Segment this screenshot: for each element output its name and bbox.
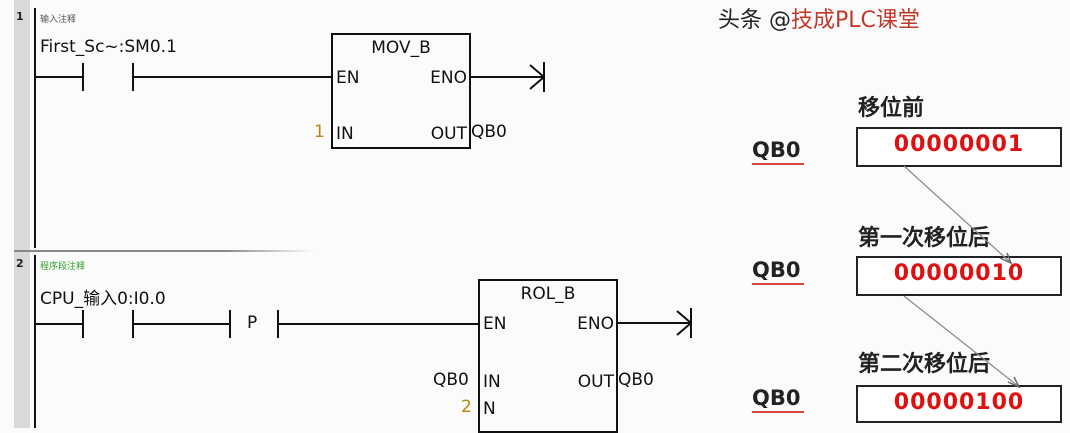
en-pin: EN [483, 314, 507, 334]
eno-pin: ENO [430, 68, 467, 88]
state-title: 第一次移位后 [858, 226, 991, 251]
rung-end-arrow-icon [529, 62, 545, 92]
rung-comment[interactable]: 输入注释 [40, 15, 77, 25]
out-value[interactable]: QB0 [618, 370, 654, 390]
register-value: 00000010 [893, 261, 1025, 286]
out-value[interactable]: QB0 [471, 122, 507, 142]
rung-number-gutter [14, 0, 30, 428]
contact-label: CPU_输入0:I0.0 [40, 289, 166, 309]
n-value[interactable]: 2 [461, 397, 472, 417]
register-underline [752, 163, 804, 165]
rol-b-block[interactable]: ROL_B EN ENO IN OUT N [478, 279, 618, 433]
register-underline [752, 283, 804, 285]
register-label: QB0 [752, 258, 801, 282]
rung-comment[interactable]: 程序段注释 [40, 262, 86, 272]
wire [35, 76, 82, 78]
rung-end-arrow-icon [676, 308, 692, 338]
contact-label: First_Sc~:SM0.1 [40, 37, 177, 57]
in-pin: IN [483, 372, 501, 392]
wire [35, 323, 82, 325]
power-rail [34, 8, 36, 248]
register-underline [752, 411, 804, 413]
wire [133, 323, 229, 325]
register-label: QB0 [752, 138, 801, 162]
in-value[interactable]: 1 [314, 122, 325, 142]
register-label: QB0 [752, 386, 801, 410]
eno-pin: ENO [577, 314, 614, 334]
wire [133, 76, 331, 78]
contact-left-bar[interactable] [82, 310, 84, 338]
rung-number: 2 [16, 257, 24, 270]
rung-separator [14, 250, 314, 252]
register-value: 00000001 [893, 132, 1025, 157]
shift-arrow-icon [903, 165, 1013, 265]
power-rail [34, 255, 36, 428]
watermark-prefix: 头条 @ [718, 8, 791, 33]
contact-left-bar[interactable] [82, 63, 84, 91]
register-value: 00000100 [893, 390, 1025, 415]
shift-arrows [903, 165, 1021, 389]
eno-wire [616, 322, 690, 324]
register-value-box: 00000100 [856, 385, 1062, 423]
out-pin: OUT [577, 372, 614, 392]
wire [278, 323, 478, 325]
block-title: ROL_B [520, 284, 576, 304]
state-title: 第二次移位后 [858, 352, 991, 377]
rung-number: 1 [16, 10, 24, 23]
register-value-box: 00000001 [856, 127, 1062, 167]
register-value-box: 00000010 [856, 256, 1062, 296]
en-pin: EN [336, 68, 360, 88]
eno-wire [469, 76, 543, 78]
state-title: 移位前 [858, 96, 925, 121]
positive-edge-label: P [247, 313, 258, 333]
watermark: 头条 @技成PLC课堂 [718, 2, 920, 34]
watermark-brand: 技成PLC课堂 [791, 8, 920, 33]
out-pin: OUT [430, 124, 467, 144]
in-pin: IN [336, 124, 354, 144]
in-value[interactable]: QB0 [433, 370, 469, 390]
block-title: MOV_B [371, 38, 431, 58]
edge-left-bar[interactable] [229, 310, 231, 338]
shift-arrow-icon [903, 295, 1021, 389]
n-pin: N [483, 399, 496, 419]
mov-b-block[interactable]: MOV_B EN ENO IN OUT [331, 33, 471, 149]
